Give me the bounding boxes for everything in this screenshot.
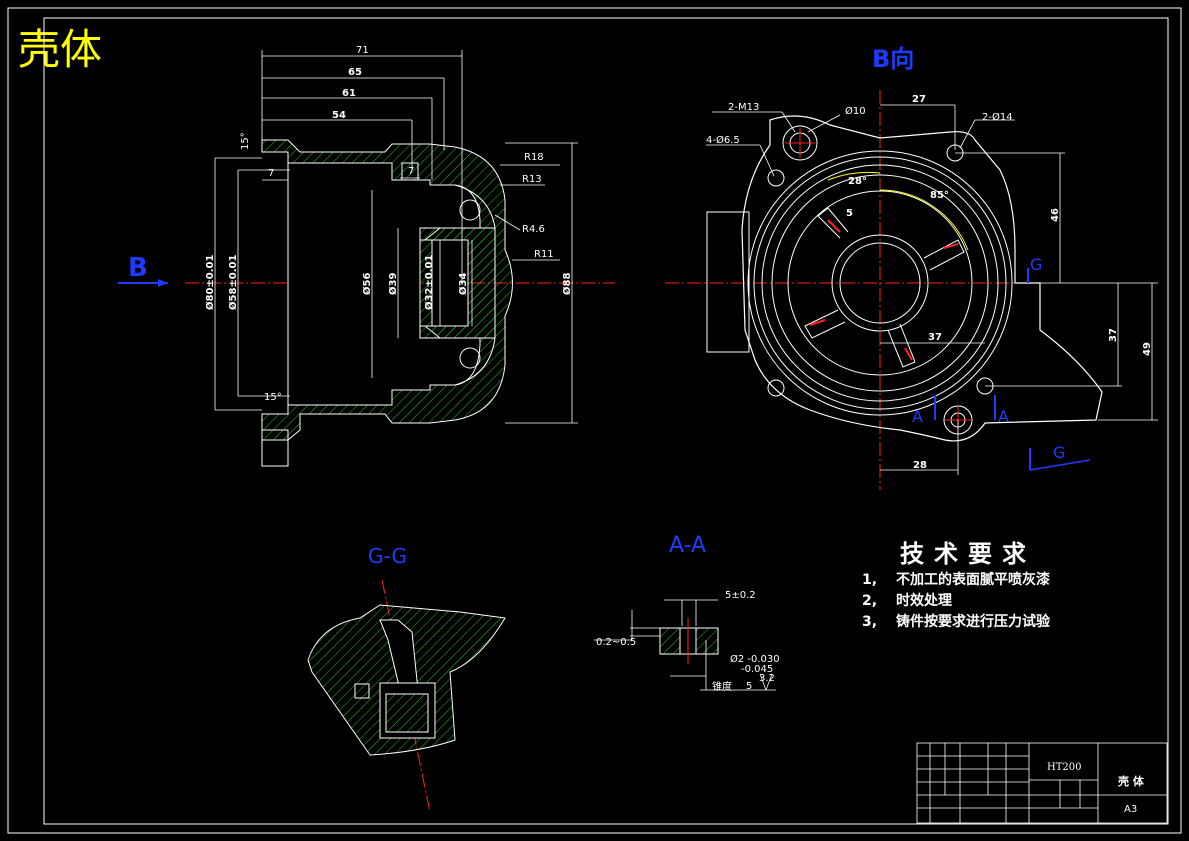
inner-frame xyxy=(43,17,1169,825)
b-view-dim-lines xyxy=(706,104,1158,475)
dim-phi10: Ø10 xyxy=(845,105,866,117)
gg-boss-inner xyxy=(385,693,429,733)
dim-54: 54 xyxy=(332,110,346,121)
dim-65: 65 xyxy=(348,67,362,78)
dim-27: 27 xyxy=(912,94,926,105)
dim-phi56: Ø56 xyxy=(361,273,373,295)
dim-61: 61 xyxy=(342,88,356,99)
tech-item: 1,不加工的表面腻平喷灰漆 xyxy=(862,572,1050,588)
aa-note: 锥度 xyxy=(712,680,732,693)
rib-marks xyxy=(809,219,959,361)
g-marker-top: G xyxy=(1030,255,1042,274)
concentric-rings xyxy=(747,150,1013,416)
angle-arc-28 xyxy=(827,171,881,181)
aa-label-5: 5 xyxy=(746,681,752,692)
dim-37v: 37 xyxy=(1108,328,1119,342)
dim-phi34: Ø34 xyxy=(457,273,469,295)
title-block-sheet: A3 xyxy=(1124,804,1137,815)
dim-2-m13: 2-M13 xyxy=(728,102,759,113)
section-gg-label: G-G xyxy=(368,544,407,568)
flange-tab xyxy=(261,429,289,467)
tech-item: 2,时效处理 xyxy=(862,593,952,609)
a-marker-right: A xyxy=(998,407,1009,426)
dim-phi88: Ø88 xyxy=(561,273,573,295)
dim-phi58: Ø58±0.01 xyxy=(227,254,239,310)
dim-2-phi14: 2-Ø14 xyxy=(982,111,1013,123)
dim-phi32: Ø32±0.01 xyxy=(423,254,435,310)
dim-71: 71 xyxy=(356,45,369,56)
outer-frame xyxy=(7,7,1182,834)
tech-requirements-list: 1,不加工的表面腻平喷灰漆 2,时效处理 3,铸件按要求进行压力试验 xyxy=(862,570,1050,633)
dim-46: 46 xyxy=(1050,208,1061,222)
b-arrow-head xyxy=(158,279,168,287)
hole-centers xyxy=(785,128,972,433)
dim-37h: 37 xyxy=(928,332,942,343)
aa-dim-025: 0.2~0.5 xyxy=(596,637,636,648)
dim-r13: R13 xyxy=(522,174,542,185)
dim-4-phi65: 4-Ø6.5 xyxy=(706,134,740,146)
dim-15b: 15° xyxy=(264,392,282,403)
dim-49: 49 xyxy=(1142,342,1153,356)
dim-7b: 7 xyxy=(408,166,414,177)
section-aa: A-A 5±0.2 0.2~0.5 Ø2 -0.030 -0.045 3.2 5… xyxy=(594,533,780,693)
lower-fillet xyxy=(459,347,481,369)
a-marker-left: A xyxy=(912,407,923,426)
angle-arc-85 xyxy=(879,189,969,251)
g-marker-bottom-arrow xyxy=(1029,459,1091,471)
g-marker-bottom: G xyxy=(1053,443,1065,462)
b-view: B向 xyxy=(665,45,1158,490)
dim-15a: 15° xyxy=(240,132,251,150)
drawing-title: 壳体 xyxy=(18,25,103,74)
top-dim-lines xyxy=(214,50,578,424)
dim-phi39: Ø39 xyxy=(387,273,399,295)
section-aa-label: A-A xyxy=(669,533,706,558)
boss-hole xyxy=(401,162,419,181)
b-arrow-label: B xyxy=(128,253,148,283)
aa-roughness: 3.2 xyxy=(759,673,775,684)
left-section-view: B xyxy=(118,45,615,467)
aa-dim-phi2-bottom: -0.045 xyxy=(741,664,773,675)
dim-r18: R18 xyxy=(524,152,544,163)
aa-dim-5: 5±0.2 xyxy=(725,590,756,601)
b-view-label: B向 xyxy=(872,45,914,73)
title-block-material: HT200 xyxy=(1047,762,1081,773)
dim-7a: 7 xyxy=(268,168,274,179)
housing-outer-contour xyxy=(741,115,1103,442)
dim-85deg: 85° xyxy=(930,190,949,201)
title-block-part-name: 壳 体 xyxy=(1117,774,1145,788)
dim-r11: R11 xyxy=(534,249,554,260)
tech-item: 3,铸件按要求进行压力试验 xyxy=(862,614,1050,630)
upper-rib xyxy=(454,184,496,229)
dim-28deg: 28° xyxy=(848,176,867,187)
gg-small-hole xyxy=(354,683,370,699)
aa-dim-phi2-top: Ø2 -0.030 xyxy=(730,653,780,665)
lower-rib xyxy=(454,337,496,386)
upper-fillet xyxy=(459,199,481,221)
dim-28: 28 xyxy=(913,460,927,471)
title-block xyxy=(916,742,1168,824)
dim-r46: R4.6 xyxy=(522,224,545,235)
aa-dim-lines xyxy=(594,599,776,691)
section-gg: G-G xyxy=(307,544,506,813)
dim-5: 5 xyxy=(846,208,853,219)
tech-requirements-title: 技术要求 xyxy=(900,540,1036,568)
dim-phi80: Ø80±0.01 xyxy=(204,254,216,310)
side-boss xyxy=(706,211,750,353)
